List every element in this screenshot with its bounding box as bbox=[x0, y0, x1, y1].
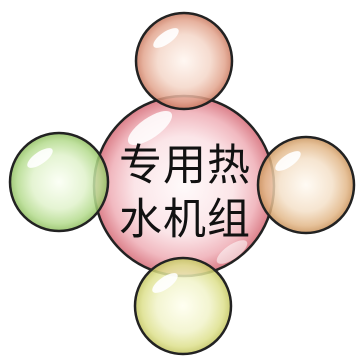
center-highlight bbox=[127, 110, 173, 146]
satellite-bubble-top bbox=[134, 11, 234, 111]
center-bubble bbox=[92, 94, 276, 278]
satellite-bubble-right bbox=[256, 135, 356, 235]
satellite-bubble-bottom bbox=[133, 256, 233, 356]
satellite-bubble-left bbox=[8, 131, 110, 233]
